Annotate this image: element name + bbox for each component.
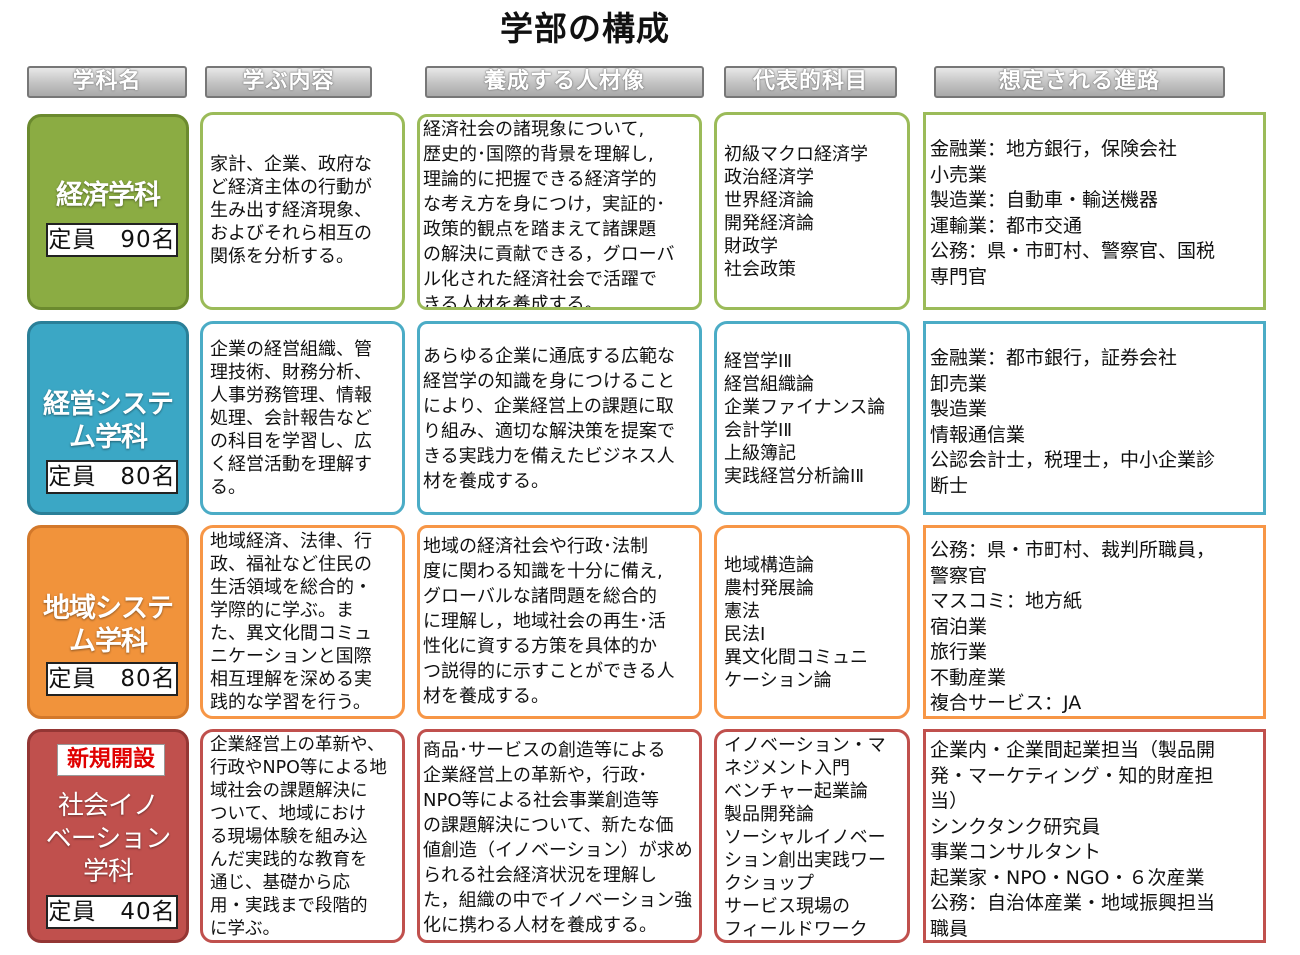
career-cell: 金融業：都市銀行，証券会社 卸売業 製造業 情報通信業 公認会計士，税理士，中小… — [923, 321, 1266, 515]
subjects-text: イノベーション・マ ネジメント入門 ベンチャー起業論 製品開発論 ソーシャルイノ… — [724, 735, 886, 940]
talent-text: 経済社会の諸現象について, 歴史的･国際的背景を理解し, 理論的に把握できる経済… — [423, 119, 675, 310]
header-career: 想定される進路 — [934, 66, 1225, 98]
talent-cell: 地域の経済社会や行政･法制 度に関わる知識を十分に備え, グローバルな諸問題を総… — [417, 525, 702, 719]
learn-text: 企業経営上の革新や、 行政やNPO等による地 域社会の課題解決に ついて、地域に… — [210, 735, 387, 939]
talent-text: 商品･サービスの創造等による 企業経営上の革新や，行政･ NPO等による社会事業… — [423, 740, 693, 936]
learn-cell: 企業経営上の革新や、 行政やNPO等による地 域社会の課題解決に ついて、地域に… — [200, 729, 405, 943]
career-cell: 公務：県・市町村、裁判所職員， 警察官 マスコミ：地方紙 宿泊業 旅行業 不動産… — [923, 525, 1266, 719]
talent-cell: 経済社会の諸現象について, 歴史的･国際的背景を理解し, 理論的に把握できる経済… — [417, 114, 702, 310]
talent-cell: 商品･サービスの創造等による 企業経営上の革新や，行政･ NPO等による社会事業… — [417, 729, 702, 943]
subjects-cell: 初級マクロ経済学 政治経済学 世界経済論 開発経済論 財政学 社会政策 — [714, 112, 910, 310]
dept-regional: 地域システ ム学科 定員 80名 — [27, 525, 189, 719]
subjects-cell: 経営学ⅠⅡ 経営組織論 企業ファイナンス論 会計学ⅠⅡ 上級簿記 実践経営分析論… — [714, 321, 910, 515]
career-cell: 企業内・企業間起業担当（製品開 発・マーケティング・知的財産担 当） シンクタン… — [923, 729, 1266, 943]
quota-badge: 定員 80名 — [46, 460, 178, 494]
new-badge: 新規開設 — [57, 744, 165, 776]
dept-name: 社会イノ ベーション 学科 — [45, 791, 171, 887]
learn-cell: 企業の経営組織、管 理技術、財務分析、 人事労務管理、情報 処理、会計報告など … — [200, 321, 405, 515]
talent-text: 地域の経済社会や行政･法制 度に関わる知識を十分に備え, グローバルな諸問題を総… — [423, 536, 675, 707]
career-text: 企業内・企業間起業担当（製品開 発・マーケティング・知的財産担 当） シンクタン… — [930, 739, 1216, 940]
subjects-text: 地域構造論 農村発展論 憲法 民法Ⅰ 異文化間コミュニ ケーション論 — [724, 555, 868, 691]
header-talent: 養成する人材像 — [425, 66, 704, 98]
quota-badge: 定員 40名 — [46, 895, 178, 929]
dept-management: 経営システ ム学科 定員 80名 — [27, 321, 189, 515]
subjects-cell: 地域構造論 農村発展論 憲法 民法Ⅰ 異文化間コミュニ ケーション論 — [714, 525, 910, 719]
dept-name: 経営システ ム学科 — [43, 389, 174, 453]
dept-innovation: 新規開設 社会イノ ベーション 学科 定員 40名 — [27, 729, 189, 943]
header-dept: 学科名 — [27, 66, 187, 98]
page-title: 学部の構成 — [500, 9, 670, 48]
header-learn: 学ぶ内容 — [205, 66, 372, 98]
dept-name: 地域システ ム学科 — [43, 593, 174, 657]
career-cell: 金融業：地方銀行，保険会社 小売業 製造業：自動車・輸送機器 運輸業：都市交通 … — [923, 112, 1266, 310]
learn-text: 企業の経営組織、管 理技術、財務分析、 人事労務管理、情報 処理、会計報告など … — [210, 339, 372, 498]
career-text: 金融業：都市銀行，証券会社 卸売業 製造業 情報通信業 公認会計士，税理士，中小… — [930, 347, 1216, 497]
learn-text: 家計、企業、政府な ど経済主体の行動が 生み出す経済現象、 およびそれら相互の … — [210, 154, 372, 267]
talent-cell: あらゆる企業に通底する広範な 経営学の知識を身につけること により、企業経営上の… — [417, 321, 702, 515]
header-subjects: 代表的科目 — [724, 66, 897, 98]
subjects-text: 経営学ⅠⅡ 経営組織論 企業ファイナンス論 会計学ⅠⅡ 上級簿記 実践経営分析論… — [724, 351, 886, 487]
career-text: 公務：県・市町村、裁判所職員， 警察官 マスコミ：地方紙 宿泊業 旅行業 不動産… — [930, 539, 1216, 714]
dept-economics: 経済学科 定員 90名 — [27, 114, 189, 310]
talent-text: あらゆる企業に通底する広範な 経営学の知識を身につけること により、企業経営上の… — [423, 346, 675, 492]
dept-name: 経済学科 — [56, 180, 161, 211]
subjects-cell: イノベーション・マ ネジメント入門 ベンチャー起業論 製品開発論 ソーシャルイノ… — [714, 729, 910, 943]
quota-badge: 定員 90名 — [46, 223, 178, 257]
subjects-text: 初級マクロ経済学 政治経済学 世界経済論 開発経済論 財政学 社会政策 — [724, 144, 868, 280]
learn-cell: 地域経済、法律、行 政、福祉など住民の 生活領域を総合的・ 学際的に学ぶ。ま た… — [200, 525, 405, 719]
career-text: 金融業：地方銀行，保険会社 小売業 製造業：自動車・輸送機器 運輸業：都市交通 … — [930, 138, 1216, 288]
learn-cell: 家計、企業、政府な ど経済主体の行動が 生み出す経済現象、 およびそれら相互の … — [200, 112, 405, 310]
quota-badge: 定員 80名 — [46, 662, 178, 696]
learn-text: 地域経済、法律、行 政、福祉など住民の 生活領域を総合的・ 学際的に学ぶ。ま た… — [210, 531, 372, 713]
